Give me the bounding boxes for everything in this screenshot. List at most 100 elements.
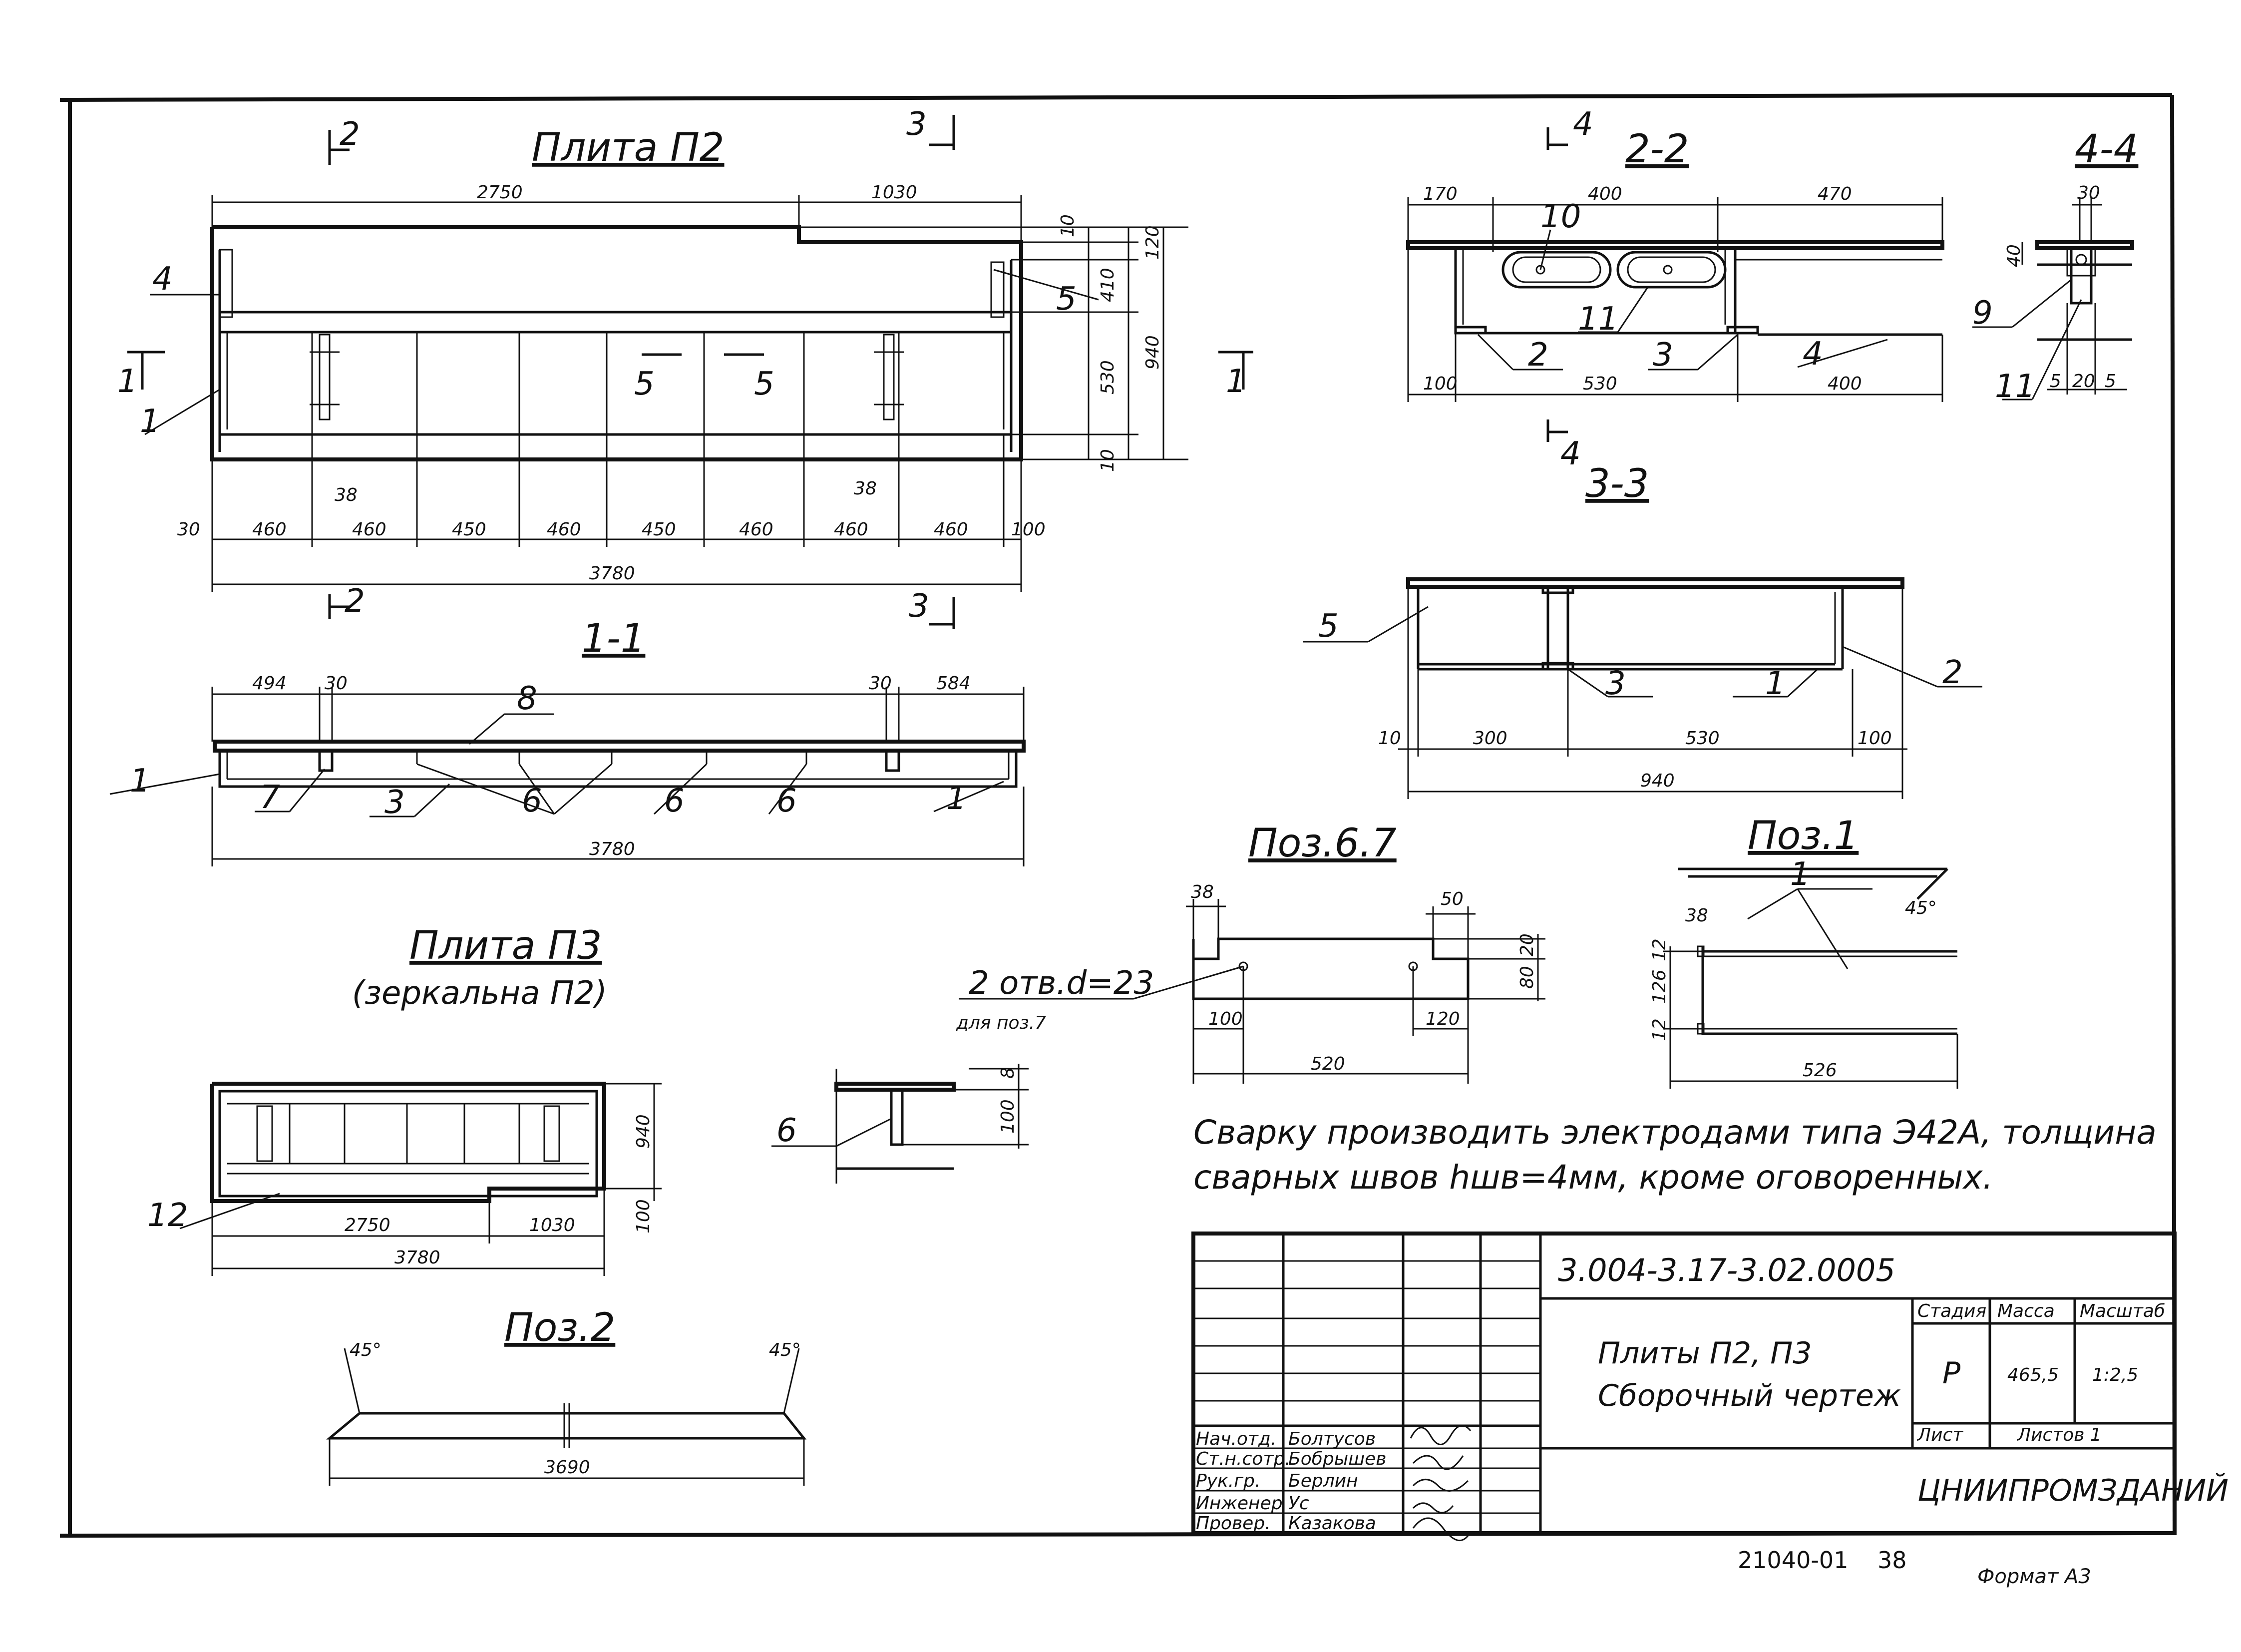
name-2: Бобрышев bbox=[1288, 1449, 1387, 1469]
callout-2: 2 bbox=[1942, 654, 1963, 691]
dim-8: 8 bbox=[998, 1067, 1018, 1079]
role-3: Рук.гр. bbox=[1196, 1471, 1260, 1491]
callout-5: 5 bbox=[1056, 281, 1077, 318]
dim-2750: 2750 bbox=[345, 1215, 390, 1236]
dim-3780: 3780 bbox=[589, 839, 635, 859]
dim-530: 530 bbox=[1098, 360, 1118, 395]
signature-2 bbox=[1412, 1455, 1464, 1470]
mass-header: Масса bbox=[1997, 1301, 2055, 1321]
angle-left: 45° bbox=[350, 1340, 381, 1360]
dim-12-bottom: 12 bbox=[1649, 1018, 1670, 1041]
callout-6-c: 6 bbox=[776, 783, 797, 820]
cut-mark-1-left: 1 bbox=[117, 363, 138, 400]
view-title: Плита П2 bbox=[532, 125, 725, 170]
view-title: Плита П3 bbox=[409, 923, 602, 968]
callout-1: 1 bbox=[140, 403, 160, 440]
view-title: Поз.2 bbox=[504, 1305, 615, 1350]
dim-460-5: 460 bbox=[834, 519, 868, 540]
dim-460-1: 460 bbox=[252, 519, 287, 540]
cut-mark-2-top: 2 bbox=[340, 116, 360, 153]
view-title: 4-4 bbox=[2075, 127, 2138, 172]
signature-4 bbox=[1412, 1502, 1454, 1514]
view-pos-6-7: Поз.6.7 38 50 20 80 100 120 520 2 отв.d=… bbox=[956, 821, 1545, 1084]
view-section-1-1: 1-1 494 30 30 584 3780 1 8 bbox=[109, 616, 1026, 866]
dim-460-2: 460 bbox=[352, 519, 386, 540]
callout-2: 2 bbox=[1528, 337, 1548, 374]
dim-100: 100 bbox=[998, 1099, 1018, 1134]
callout-6: 6 bbox=[776, 1112, 797, 1149]
dim-460-3: 460 bbox=[547, 519, 581, 540]
name-4: Ус bbox=[1288, 1493, 1309, 1514]
dim-170: 170 bbox=[1423, 184, 1458, 204]
dim-45: 45° bbox=[1905, 898, 1937, 918]
dim-460-6: 460 bbox=[934, 519, 968, 540]
sheet-format: Формат А3 bbox=[1977, 1565, 2091, 1588]
dim-5-right: 5 bbox=[2105, 371, 2116, 392]
callout-6-a: 6 bbox=[522, 783, 542, 820]
dim-30: 30 bbox=[177, 519, 200, 540]
dim-30: 30 bbox=[2077, 183, 2100, 203]
callout-1: 1 bbox=[130, 763, 150, 800]
angle-right: 45° bbox=[769, 1340, 801, 1360]
dim-400: 400 bbox=[1588, 184, 1622, 204]
role-1: Нач.отд. bbox=[1196, 1429, 1276, 1449]
dim-3780: 3780 bbox=[394, 1247, 440, 1268]
view-section-3-3: 3-3 10 300 530 100 940 5 3 1 bbox=[1303, 461, 1982, 799]
view-title: 1-1 bbox=[582, 616, 645, 661]
callout-7: 7 bbox=[260, 779, 280, 816]
dim-20: 20 bbox=[2072, 371, 2095, 392]
dim-38-left: 38 bbox=[335, 485, 358, 505]
note-line-1: Сварку производить электродами типа Э42А… bbox=[1193, 1113, 2157, 1152]
dim-100: 100 bbox=[1423, 374, 1458, 394]
callout-1: 1 bbox=[1790, 856, 1811, 893]
dim-38: 38 bbox=[1191, 882, 1214, 902]
dim-940: 940 bbox=[1640, 771, 1675, 791]
stage-value: Р bbox=[1942, 1356, 1961, 1391]
dim-584: 584 bbox=[936, 673, 971, 694]
cut-mark-5-left: 5 bbox=[634, 366, 655, 403]
organization: ЦНИИПРОМЗДАНИЙ bbox=[1917, 1473, 2229, 1508]
mass-value: 465,5 bbox=[2007, 1365, 2059, 1385]
dim-526: 526 bbox=[1803, 1060, 1837, 1081]
doc-code: 3.004-3.17-3.02.0005 bbox=[1558, 1252, 1895, 1288]
hole-note: 2 отв.d=23 bbox=[969, 965, 1154, 1002]
scale-header: Масштаб bbox=[2080, 1301, 2165, 1321]
view-section-4-4: 4-4 30 40 5 20 5 9 11 bbox=[1972, 127, 2138, 405]
name-1: Болтусов bbox=[1288, 1429, 1376, 1449]
callout-11: 11 bbox=[1995, 368, 2035, 405]
dim-940: 940 bbox=[1142, 335, 1163, 370]
dim-40: 40 bbox=[2004, 244, 2024, 267]
dim-460-4: 460 bbox=[739, 519, 773, 540]
view-plita-p2: Плита П2 2750 1030 bbox=[117, 106, 1253, 629]
cut-mark-1-right: 1 bbox=[1226, 363, 1246, 400]
sheets-label: Листов 1 bbox=[2016, 1425, 2102, 1445]
dim-10: 10 bbox=[1378, 728, 1401, 749]
dim-100: 100 bbox=[1208, 1009, 1243, 1029]
role-5: Провер. bbox=[1196, 1513, 1271, 1534]
dim-100: 100 bbox=[1011, 519, 1046, 540]
dim-3690: 3690 bbox=[544, 1457, 590, 1478]
callout-12: 12 bbox=[147, 1197, 188, 1234]
callout-8: 8 bbox=[517, 680, 537, 717]
dim-120: 120 bbox=[1142, 225, 1163, 260]
callout-3: 3 bbox=[1605, 665, 1626, 702]
name-5: Казакова bbox=[1288, 1513, 1376, 1534]
dim-410: 410 bbox=[1098, 268, 1118, 302]
view-subtitle: (зеркальна П2) bbox=[352, 975, 607, 1012]
dim-30-right: 30 bbox=[869, 673, 892, 694]
callout-1-right: 1 bbox=[946, 780, 967, 817]
dim-100: 100 bbox=[633, 1199, 654, 1234]
dim-50: 50 bbox=[1441, 889, 1464, 909]
dim-300: 300 bbox=[1473, 728, 1507, 749]
dim-450-1: 450 bbox=[452, 519, 486, 540]
signature-5 bbox=[1412, 1517, 1469, 1541]
view-pos-1: Поз.1 45° 38 12 126 12 526 1 bbox=[1649, 814, 1958, 1089]
dim-494: 494 bbox=[252, 673, 287, 694]
view-title: 2-2 bbox=[1625, 127, 1689, 172]
general-notes: Сварку производить электродами типа Э42А… bbox=[1193, 1113, 2157, 1197]
dim-10-bottom: 10 bbox=[1098, 449, 1118, 472]
dim-1030: 1030 bbox=[871, 182, 917, 203]
callout-11: 11 bbox=[1578, 301, 1618, 338]
title-block: 3.004-3.17-3.02.0005 Плиты П2, П3 Сбороч… bbox=[1191, 1232, 2229, 1541]
